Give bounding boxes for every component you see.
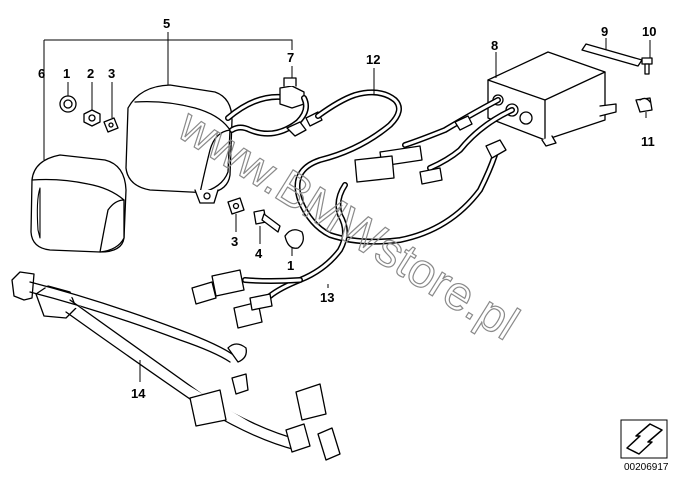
callout-8: 8 xyxy=(491,38,498,53)
callout-3-top: 3 xyxy=(108,66,115,81)
callout-3-bottom: 3 xyxy=(231,234,238,249)
callout-5: 5 xyxy=(163,16,170,31)
callout-13: 13 xyxy=(320,290,334,305)
washer-3[interactable] xyxy=(103,117,119,133)
cable-12[interactable] xyxy=(294,89,507,245)
reference-number: 00206917 xyxy=(624,462,669,473)
leader-lines xyxy=(43,32,651,382)
bracket-frame-14[interactable] xyxy=(11,271,341,461)
bulb-socket-7[interactable] xyxy=(229,77,323,137)
cap-1[interactable] xyxy=(284,229,304,249)
grommet-1[interactable] xyxy=(59,95,77,113)
nut-2[interactable] xyxy=(83,109,101,127)
callout-labels: 1 2 3 5 6 7 8 9 10 11 12 3 4 1 13 14 xyxy=(38,16,656,401)
lamp-6[interactable] xyxy=(30,154,127,253)
bolt-4[interactable] xyxy=(253,209,281,233)
bracket-9[interactable] xyxy=(581,43,643,67)
callout-12: 12 xyxy=(366,52,380,67)
direction-arrow-icon xyxy=(620,419,668,459)
callout-14: 14 xyxy=(131,386,146,401)
callout-11: 11 xyxy=(641,134,655,149)
washer-3b[interactable] xyxy=(227,197,245,215)
callout-7: 7 xyxy=(287,50,294,65)
callout-1-bottom: 1 xyxy=(287,258,294,273)
control-unit-8[interactable] xyxy=(402,51,617,171)
callout-9: 9 xyxy=(601,24,608,39)
callout-4: 4 xyxy=(255,246,263,261)
callout-10: 10 xyxy=(642,24,656,39)
callout-2: 2 xyxy=(87,66,94,81)
loom-13[interactable] xyxy=(191,182,348,329)
connector-block[interactable] xyxy=(354,145,443,185)
lamp-5[interactable] xyxy=(125,84,285,204)
callout-1-top: 1 xyxy=(63,66,70,81)
callout-6: 6 xyxy=(38,66,45,81)
screw-10[interactable] xyxy=(641,57,653,75)
clip-11[interactable] xyxy=(635,97,653,113)
